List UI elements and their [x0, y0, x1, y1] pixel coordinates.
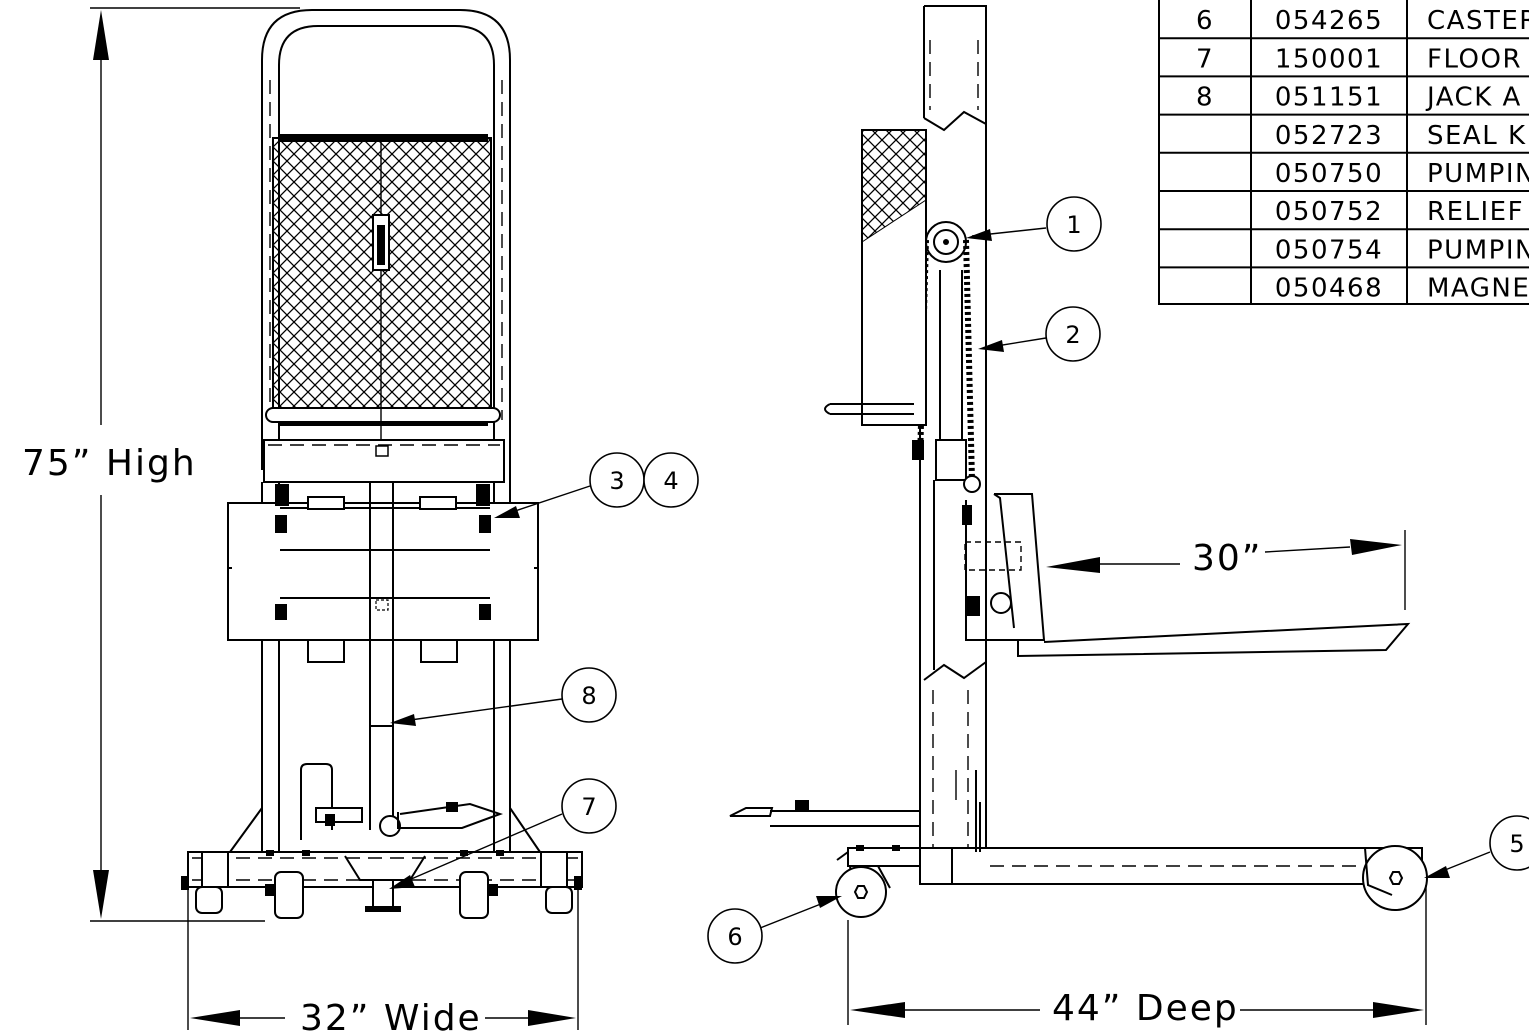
table-cell-part-no: 150001 — [1275, 44, 1383, 74]
table-cell-part-no: 050754 — [1275, 235, 1383, 265]
height-label: 75” High — [22, 443, 197, 484]
callout-3-label: 3 — [609, 467, 624, 495]
callout-6 — [708, 909, 762, 963]
width-dimension: 32” Wide — [188, 890, 578, 1032]
parts-table: 6 054265 CASTER 7 150001 FLOOR 8 051151 JACK A 05… — [1159, 0, 1529, 304]
table-cell-part-no: 054265 — [1275, 6, 1383, 36]
callout-7 — [562, 779, 616, 833]
table-cell-description: CASTER — [1427, 6, 1529, 36]
table-cell-description: PUMPIN — [1427, 235, 1529, 265]
mesh-guard — [273, 138, 491, 420]
callouts: 1 2 3 4 5 6 7 8 — [389, 197, 1529, 963]
table-cell-description: RELIEF — [1427, 197, 1524, 227]
callout-6-label: 6 — [727, 923, 742, 951]
callout-5-label: 5 — [1509, 830, 1524, 858]
table-cell-description: FLOOR — [1427, 44, 1522, 74]
table-cell-part-no: 050752 — [1275, 197, 1383, 227]
depth-dimension: 44” Deep — [848, 885, 1426, 1029]
height-dimension: 75” High — [22, 8, 300, 921]
table-cell-item: 8 — [1196, 83, 1214, 113]
carriage-plate — [228, 503, 538, 640]
width-label: 32” Wide — [300, 998, 482, 1032]
table-cell-description: MAGNET — [1427, 274, 1529, 304]
table-cell-description: SEAL K — [1427, 121, 1527, 151]
depth-label: 44” Deep — [1052, 988, 1239, 1029]
table-cell-description: JACK A — [1425, 83, 1522, 113]
front-view: 75” High — [22, 8, 582, 1032]
callout-8 — [562, 668, 616, 722]
table-cell-part-no: 050468 — [1275, 274, 1383, 304]
callout-4-label: 4 — [663, 467, 678, 495]
callout-4 — [644, 453, 698, 507]
callout-8-label: 8 — [581, 682, 596, 710]
table-cell-part-no: 052723 — [1275, 121, 1383, 151]
callout-2-label: 2 — [1065, 321, 1080, 349]
callout-2 — [1046, 307, 1100, 361]
fork-length-label: 30” — [1192, 538, 1262, 579]
callout-1-label: 1 — [1066, 211, 1081, 239]
callout-7-label: 7 — [581, 793, 596, 821]
table-cell-part-no: 051151 — [1275, 83, 1383, 113]
table-cell-part-no: 050750 — [1275, 159, 1383, 189]
callout-5 — [1490, 816, 1529, 870]
callout-1 — [1047, 197, 1101, 251]
table-cell-item: 6 — [1196, 6, 1214, 36]
table-cell-description: PUMPIN — [1427, 159, 1529, 189]
table-cell-item: 7 — [1196, 44, 1214, 74]
side-view: 30” 44” Deep — [730, 6, 1427, 1029]
fork-length-dimension: 30” — [1046, 530, 1405, 610]
